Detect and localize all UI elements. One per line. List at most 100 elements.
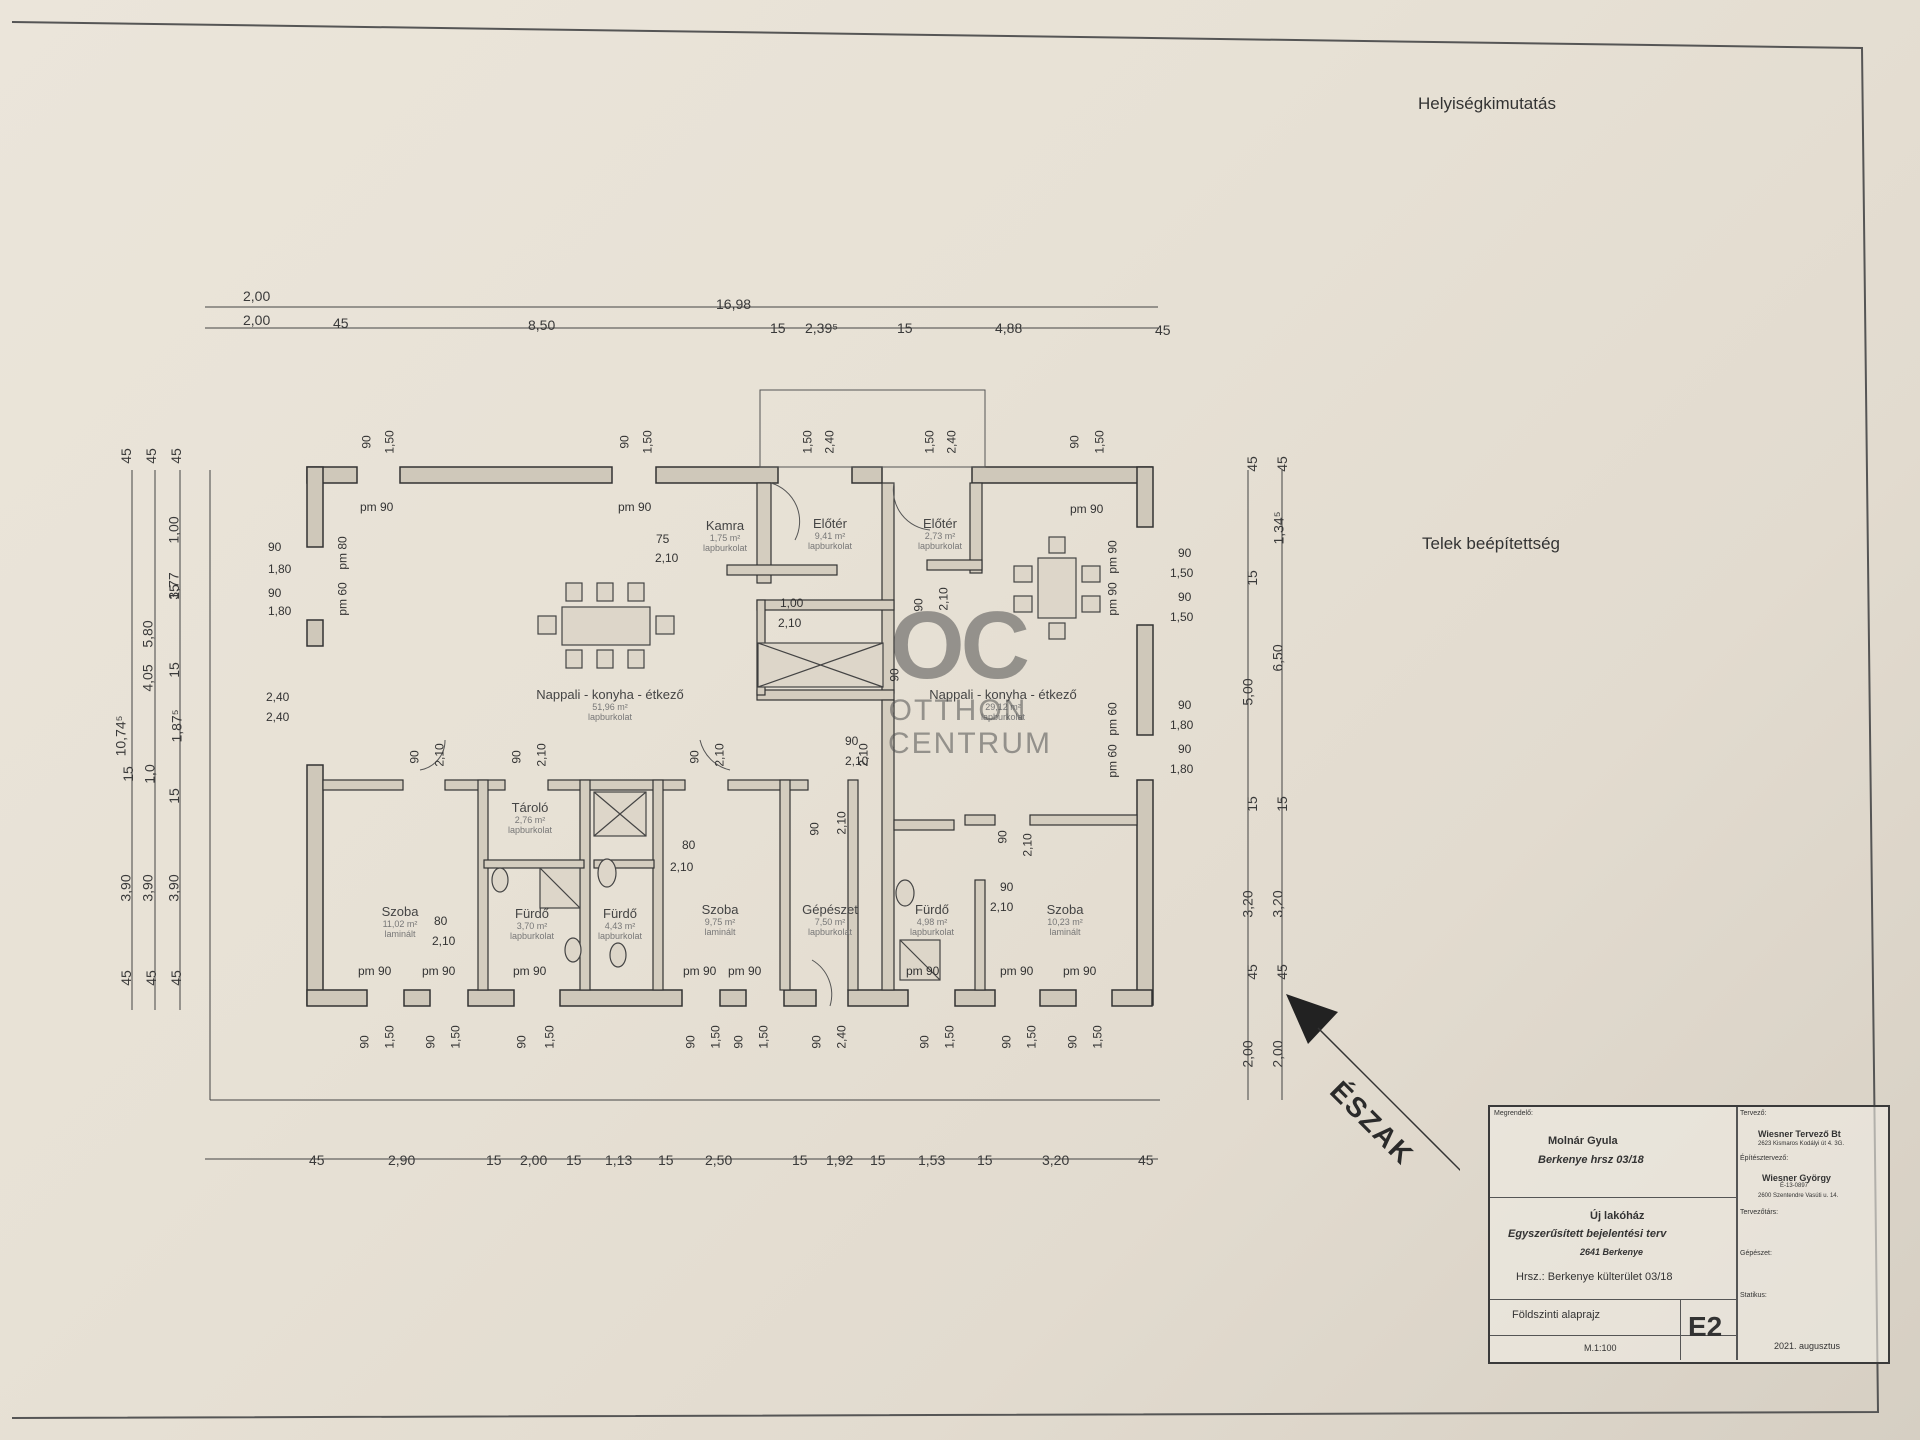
- tb-plan-type: Egyszerűsített bejelentési terv: [1508, 1228, 1667, 1240]
- top-window-3-a: 1,50: [922, 430, 937, 454]
- room-area: 9,75 m²: [704, 917, 736, 927]
- pm-bottom-4: pm 90: [728, 964, 762, 978]
- watermark-line1: OTTHON: [888, 694, 1028, 727]
- room-area: 7,50 m²: [814, 917, 846, 927]
- pm-bottom-3: pm 90: [683, 964, 717, 978]
- tb-client-label: Megrendelő:: [1494, 1110, 1533, 1117]
- dim-right2-3: 15: [1273, 796, 1290, 812]
- dim-left2-1: 5,80: [139, 620, 156, 648]
- pm-label-0: pm 90: [360, 500, 394, 514]
- room-szoba-1: Szoba 11,02 m² laminált: [360, 904, 440, 939]
- top-window-0-a: 90: [359, 435, 374, 449]
- left-opening-1: 1,80: [268, 562, 292, 576]
- left-opening-5: 2,40: [266, 710, 290, 724]
- otthon-centrum-watermark: OC OTTHON CENTRUM: [888, 598, 1052, 761]
- room-furdo-2: Fürdő 4,43 m² lapburkolat: [585, 906, 655, 941]
- tb-designer-address: 2623 Kismaros Kodályi út 4. 3G.: [1758, 1141, 1845, 1147]
- door-5-a: 90: [995, 830, 1010, 844]
- tb-date: 2021. augusztus: [1774, 1341, 1841, 1351]
- dim-bottom-4: 15: [566, 1152, 582, 1168]
- dim-bottom-7: 2,50: [705, 1152, 733, 1168]
- room-name: Gépészet: [802, 902, 858, 917]
- bottom-window-8-a: 90: [1065, 1035, 1080, 1049]
- pm-bottom-2: pm 90: [513, 964, 547, 978]
- pm-bottom-0: pm 90: [358, 964, 392, 978]
- tb-divider-3: [1490, 1335, 1736, 1336]
- room-list-header: Helyiségkimutatás: [1418, 94, 1556, 113]
- room-name: Szoba: [381, 904, 419, 919]
- door-4-b: 2,10: [834, 811, 849, 835]
- tb-client-name: Molnár Gyula: [1548, 1135, 1618, 1147]
- dim-left2-5: 45: [142, 970, 159, 986]
- right-opening-6: 90: [1178, 742, 1192, 756]
- title-block: Megrendelő: Molnár Gyula Berkenye hrsz 0…: [1488, 1105, 1890, 1364]
- pm-bottom-6: pm 90: [1000, 964, 1034, 978]
- bottom-window-8-b: 1,50: [1090, 1025, 1105, 1049]
- outer-walls: [306, 466, 1154, 1007]
- room-area: 29,12 m²: [985, 702, 1021, 712]
- top-window-1-b: 1,50: [640, 430, 655, 454]
- room-name: Előtér: [813, 516, 847, 531]
- kamra-door-width: 75: [656, 532, 670, 546]
- coverage-header: Telek beépítettség: [1422, 534, 1560, 553]
- nappali2-door-height: 2,10: [845, 754, 869, 768]
- dim-bottom-6: 15: [658, 1152, 674, 1168]
- bottom-window-7-b: 1,50: [1024, 1025, 1039, 1049]
- dim-right1-3: 15: [1243, 796, 1260, 812]
- tb-architect-name: Wiesner György: [1762, 1173, 1831, 1183]
- room-nappali-2: Nappali - konyha - étkező 29,12 m² lapbu…: [898, 687, 1108, 722]
- dim-right2-1: 1,34⁵: [1270, 511, 1287, 545]
- room-nappali-1: Nappali - konyha - étkező 51,96 m² lapbu…: [505, 687, 715, 722]
- pm-label-3: pm 60: [335, 582, 350, 616]
- tb-divider-2: [1490, 1299, 1736, 1300]
- pm-bottom-1: pm 90: [422, 964, 456, 978]
- dim-top-5: 15: [897, 320, 913, 336]
- dim-top-a: 2,00: [243, 288, 271, 304]
- nappali2-door-width: 90: [845, 734, 859, 748]
- dim-right2-0: 45: [1273, 456, 1290, 472]
- room-eloter-2: Előtér 2,73 m² lapburkolat: [900, 516, 980, 551]
- dim-right1-4: 3,20: [1239, 890, 1256, 918]
- top-window-4-a: 90: [1067, 435, 1082, 449]
- door-0-b: 2,10: [432, 743, 447, 767]
- room-floor: lapburkolat: [980, 712, 1026, 722]
- north-arrow-icon: [1286, 994, 1460, 1172]
- dim-right1-1: 15: [1243, 570, 1260, 586]
- dim-right1-2: 5,00: [1239, 678, 1256, 706]
- dim-top-0: 2,00: [243, 312, 271, 328]
- dim-left1-1: 10,74⁵: [112, 715, 129, 757]
- furdo3-door-height: 2,10: [990, 900, 1014, 914]
- watermark-line2: CENTRUM: [888, 727, 1052, 760]
- dim-bottom-14: 45: [1138, 1152, 1154, 1168]
- pm-label-7: pm 60: [1105, 744, 1120, 778]
- bottom-window-4-a: 90: [731, 1035, 746, 1049]
- tb-consultant-label: Tervezőtárs:: [1740, 1209, 1779, 1216]
- room-floor: lapburkolat: [909, 927, 955, 937]
- door-0-a: 90: [407, 750, 422, 764]
- room-furdo-3: Fürdő 4,98 m² lapburkolat: [892, 902, 972, 937]
- dimension-lines: [131, 306, 1283, 1160]
- dim-left3-5: 1,87⁵: [168, 709, 185, 743]
- dim-left3-8: 45: [167, 970, 184, 986]
- room-floor: laminált: [704, 927, 736, 937]
- dim-top-4: 2,39⁵: [805, 320, 839, 336]
- dim-left2-4: 3,90: [139, 874, 156, 902]
- pm-label-6: pm 90: [1105, 540, 1120, 574]
- dim-top-3: 15: [770, 320, 786, 336]
- bottom-window-0-a: 90: [357, 1035, 372, 1049]
- dim-bottom-8: 15: [792, 1152, 808, 1168]
- left-opening-4: 2,40: [266, 690, 290, 704]
- dim-bottom-10: 15: [870, 1152, 886, 1168]
- room-area: 2,76 m²: [514, 815, 546, 825]
- dim-bottom-1: 2,90: [388, 1152, 416, 1168]
- bottom-window-1-b: 1,50: [448, 1025, 463, 1049]
- bottom-window-2-a: 90: [514, 1035, 529, 1049]
- room-floor: lapburkolat: [507, 825, 553, 835]
- room-name: Fürdő: [515, 906, 549, 921]
- top-window-4-b: 1,50: [1092, 430, 1107, 454]
- bottom-window-5-b: 2,40: [834, 1025, 849, 1049]
- kamra-door-height: 2,10: [655, 551, 679, 565]
